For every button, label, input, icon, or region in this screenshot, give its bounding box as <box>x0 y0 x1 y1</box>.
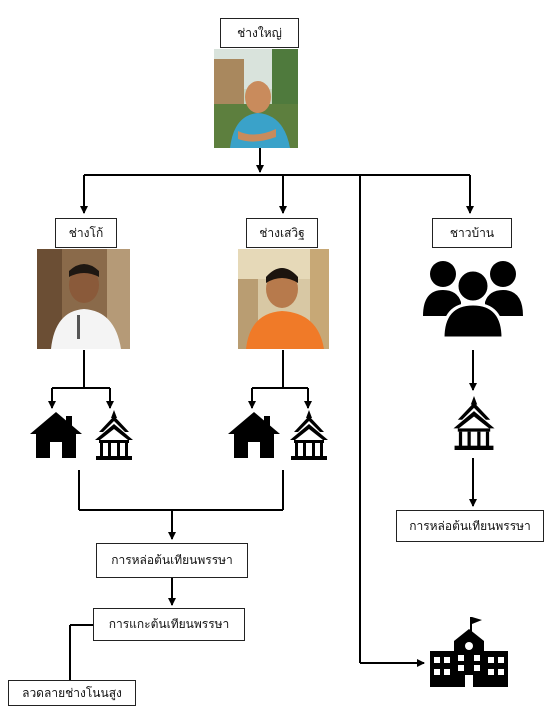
kho-label: ช่างโก้ <box>55 218 117 248</box>
villagers-label: ชาวบ้าน <box>432 218 512 248</box>
house-icon <box>226 410 282 460</box>
master-label: ช่างใหญ่ <box>220 18 299 48</box>
sawit-label: ช่างเสวิฐ <box>246 218 318 248</box>
house-icon <box>28 410 84 460</box>
kho-photo <box>37 249 130 349</box>
master-photo <box>214 49 298 148</box>
school-building-icon <box>430 617 508 687</box>
temple-icon <box>95 410 133 460</box>
sawit-photo <box>238 249 329 349</box>
temple-icon <box>290 410 328 460</box>
casting-right-box: การหล่อต้นเทียนพรรษา <box>396 510 544 542</box>
pattern-box: ลวดลายช่างโนนสูง <box>8 680 136 706</box>
people-icon <box>421 256 525 340</box>
casting-center-box: การหล่อต้นเทียนพรรษา <box>96 543 248 578</box>
carving-box: การแกะต้นเทียนพรรษา <box>93 608 245 641</box>
temple-icon <box>453 396 495 450</box>
